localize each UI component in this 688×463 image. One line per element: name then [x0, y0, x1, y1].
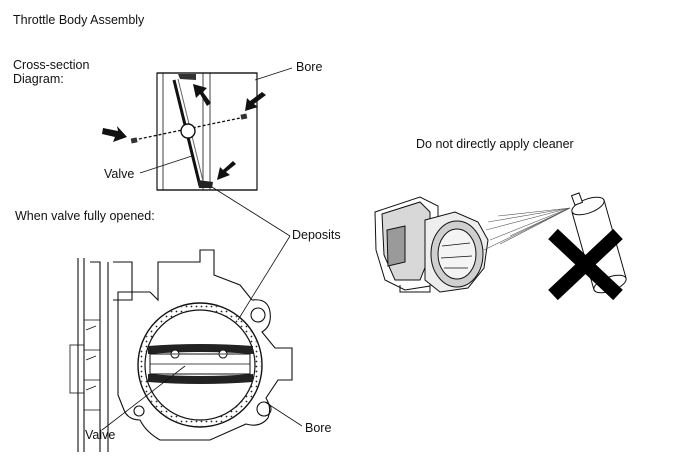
mount-hole-top-right — [250, 307, 266, 323]
bore-deposits — [139, 304, 261, 426]
caution-text: Do not directly apply cleaner — [416, 137, 574, 151]
fully-opened-heading: When valve fully opened: — [15, 209, 155, 223]
valve-shaft — [180, 123, 196, 139]
cross-section-heading: Cross-section Diagram: — [13, 58, 89, 86]
prohibited-x-icon — [548, 228, 623, 301]
bore-label-top: Bore — [296, 60, 323, 74]
spray-mist — [483, 207, 571, 251]
bore-outer-ring — [137, 302, 263, 428]
valve-label-top: Valve — [104, 167, 135, 181]
cross-section-line2: Diagram: — [13, 72, 64, 86]
mount-hole-bottom-right — [256, 401, 272, 417]
throttle-body-perspective — [374, 196, 489, 293]
bore-label-bottom: Bore — [305, 421, 332, 435]
flow-arrow-icon — [102, 84, 266, 180]
deposit-top — [178, 74, 196, 80]
valve-plate-edge — [148, 344, 253, 354]
leader-lines-bottom — [101, 235, 303, 431]
deposits-label: Deposits — [292, 228, 341, 242]
leader-lines-top — [139, 67, 293, 237]
cross-section-diagram — [130, 72, 258, 191]
deposit-bottom — [198, 180, 213, 188]
diagram-title: Throttle Body Assembly — [13, 13, 145, 27]
bore-cross-section — [156, 72, 258, 191]
throttle-body-front-view — [69, 249, 293, 452]
mount-hole-bottom-left — [133, 405, 145, 417]
cross-section-line1: Cross-section — [13, 58, 90, 72]
